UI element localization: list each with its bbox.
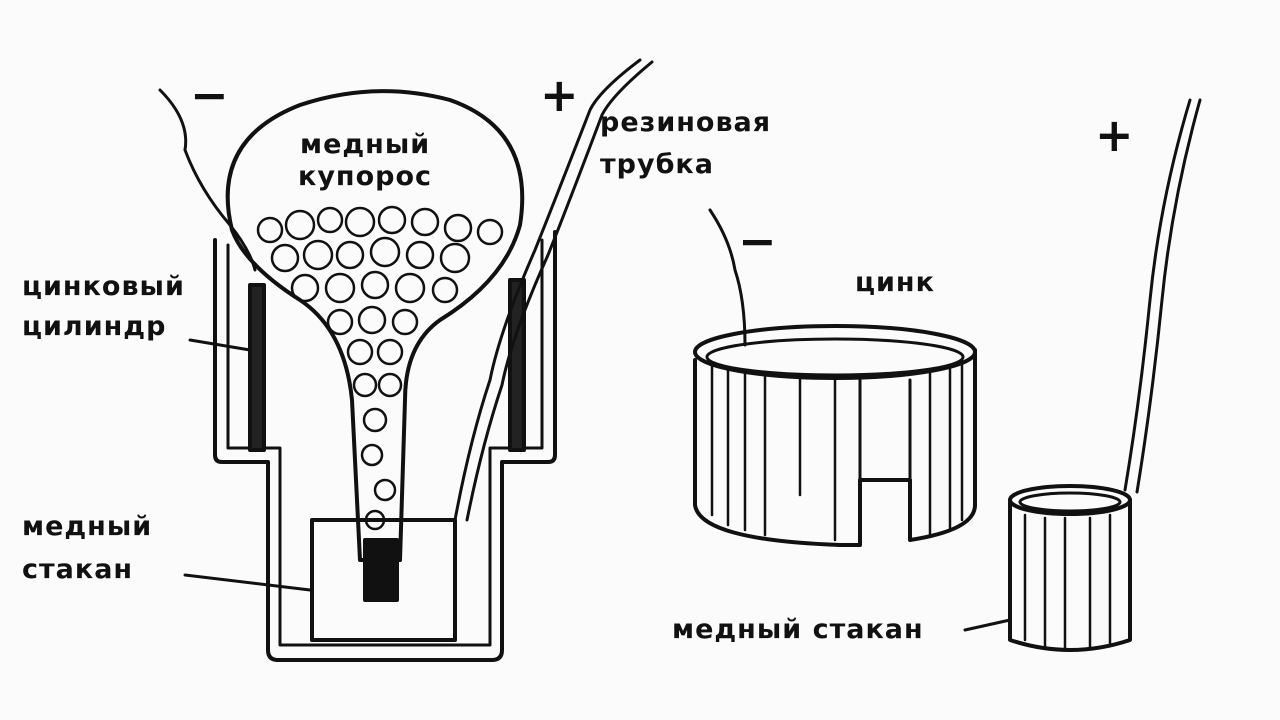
copper-cup-label-1: медный — [22, 511, 153, 542]
copper-sulfate-crystals — [256, 205, 504, 531]
zinc-leader — [188, 338, 252, 352]
negative-wire-right — [708, 208, 747, 347]
zinc-cylinder-left-wall — [248, 283, 266, 452]
outer-vessel-inner — [226, 238, 544, 647]
funnel — [225, 89, 525, 562]
funnel-neck-fill — [363, 538, 399, 602]
copper-sulfate-label-1: медный — [300, 129, 431, 160]
zinc-label: цинк — [855, 267, 935, 298]
zinc-cylinder-label-2: цилиндр — [22, 311, 167, 342]
copper-cup-right — [1008, 498, 1132, 652]
zinc-ring — [693, 348, 977, 547]
positive-terminal-right: + — [1095, 108, 1134, 162]
copper-cup-label-2: стакан — [22, 554, 134, 585]
outer-vessel — [213, 230, 557, 662]
rubber-tube — [453, 58, 642, 522]
cup-leader — [183, 573, 312, 592]
negative-terminal-left: − — [190, 68, 229, 122]
rubber-tube-label-1: резиновая — [600, 107, 772, 138]
zinc-cylinder-label-1: цинковый — [22, 271, 185, 302]
positive-wire-right — [1123, 98, 1192, 492]
negative-wire-left — [158, 88, 257, 272]
negative-terminal-right: − — [738, 214, 777, 268]
positive-terminal-left: + — [540, 68, 579, 122]
copper-cup-label-right: медный стакан — [672, 614, 924, 645]
rubber-tube-label-2: трубка — [600, 149, 714, 180]
copper-sulfate-label-2: купорос — [298, 161, 433, 192]
cup-leader-right — [963, 618, 1012, 632]
